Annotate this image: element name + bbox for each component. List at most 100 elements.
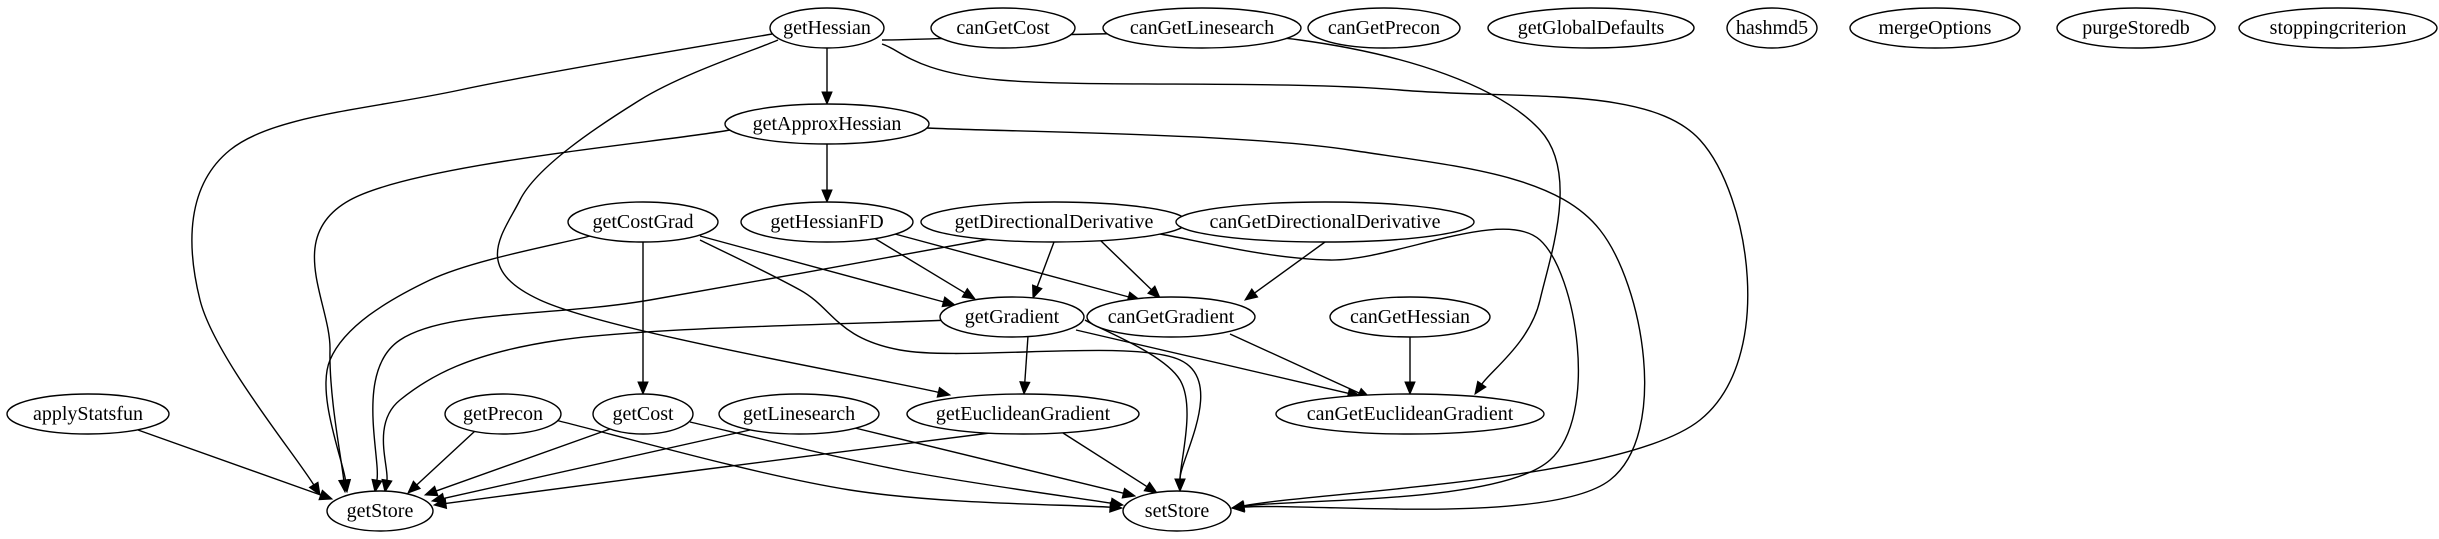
edge-getCost-to-getStore — [423, 428, 611, 497]
edge-line — [1229, 333, 1360, 394]
node-label: canGetLinesearch — [1130, 17, 1274, 39]
node-ellipse — [1275, 393, 1545, 435]
edge-applyStatsfun-to-getStore — [137, 429, 334, 501]
node-label: applyStatsfun — [33, 403, 143, 425]
node-label: canGetPrecon — [1328, 17, 1440, 39]
edge-line — [1254, 241, 1326, 294]
node-hashmd5[interactable]: hashmd5 — [1726, 7, 1818, 49]
edge-line — [881, 43, 1749, 507]
edge-line — [416, 430, 476, 486]
edge-getApproxHessian-to-getStore — [313, 129, 731, 494]
edge-line — [137, 429, 321, 496]
arrowhead — [308, 481, 321, 497]
node-ellipse — [1122, 490, 1232, 532]
node-applyStatsfun[interactable]: applyStatsfun — [6, 393, 170, 435]
edge-canGetHessian-to-canGetEuclideanGradient — [1404, 337, 1416, 396]
edge-getHessian-to-getApproxHessian — [821, 48, 833, 106]
node-label: canGetHessian — [1350, 306, 1470, 328]
arrowhead — [1032, 284, 1043, 300]
edge-getDirectionalDerivative-to-getStore — [371, 237, 996, 494]
node-getApproxHessian[interactable]: getApproxHessian — [724, 103, 930, 145]
edge-line — [1024, 335, 1029, 383]
node-ellipse — [769, 7, 885, 49]
node-getPrecon[interactable]: getPrecon — [444, 393, 562, 435]
arrowhead — [1243, 288, 1259, 301]
edge-line — [443, 429, 751, 500]
edge-getLinesearch-to-getStore — [430, 429, 751, 504]
node-canGetDirectionalDerivative[interactable]: canGetDirectionalDerivative — [1175, 201, 1475, 243]
node-getHessian[interactable]: getHessian — [769, 7, 885, 49]
node-layer: getHessian canGetCost canGetLinesearch canG… — [6, 7, 2438, 532]
node-label: stoppingcriterion — [2270, 17, 2407, 39]
node-mergeOptions[interactable]: mergeOptions — [1849, 7, 2021, 49]
node-getLinesearch[interactable]: getLinesearch — [718, 393, 880, 435]
edge-canGetDirectionalDerivative-to-canGetGradient — [1243, 241, 1326, 301]
node-label: getGradient — [965, 306, 1060, 328]
edge-canGetGradient-to-canGetEuclideanGradient — [1229, 333, 1372, 399]
edge-getApproxHessian-to-getHessianFD — [821, 144, 833, 204]
edge-getCostGrad-to-getCost — [637, 242, 649, 396]
arrowhead — [961, 287, 977, 300]
edge-line — [699, 239, 1202, 480]
node-label: canGetGradient — [1108, 306, 1235, 328]
arrowhead — [821, 189, 833, 204]
edge-getHessianFD-to-canGetGradient — [894, 233, 1142, 303]
edge-getHessian-to-setStore — [881, 43, 1749, 512]
edge-line — [1062, 432, 1148, 488]
node-ellipse — [1086, 296, 1256, 338]
arrowhead — [1404, 381, 1416, 396]
node-label: hashmd5 — [1736, 17, 1808, 39]
edge-line — [436, 428, 611, 492]
node-setStore[interactable]: setStore — [1122, 490, 1232, 532]
node-ellipse — [1849, 7, 2021, 49]
node-canGetHessian[interactable]: canGetHessian — [1329, 296, 1491, 338]
edge-line — [873, 237, 966, 294]
node-label: getCostGrad — [592, 211, 693, 233]
node-getGradient[interactable]: getGradient — [939, 296, 1085, 338]
node-canGetLinesearch[interactable]: canGetLinesearch — [1102, 7, 1302, 49]
node-getDirectionalDerivative[interactable]: getDirectionalDerivative — [920, 201, 1188, 243]
node-ellipse — [567, 201, 719, 243]
arrowhead — [407, 480, 422, 494]
node-label: getCost — [612, 403, 674, 425]
node-getCostGrad[interactable]: getCostGrad — [567, 201, 719, 243]
node-canGetCost[interactable]: canGetCost — [930, 7, 1076, 49]
edge-getHessian-to-canGetEuclideanGradient — [881, 32, 1561, 396]
node-ellipse — [1175, 201, 1475, 243]
node-canGetPrecon[interactable]: canGetPrecon — [1307, 7, 1461, 49]
node-canGetEuclideanGradient[interactable]: canGetEuclideanGradient — [1275, 393, 1545, 435]
node-getHessianFD[interactable]: getHessianFD — [740, 201, 914, 243]
node-label: canGetDirectionalDerivative — [1210, 211, 1441, 233]
node-label: getGlobalDefaults — [1518, 17, 1665, 39]
node-getStore[interactable]: getStore — [326, 490, 434, 532]
arrowhead — [432, 497, 448, 510]
edge-getEuclideanGradient-to-getStore — [432, 432, 991, 510]
node-label: mergeOptions — [1879, 17, 1992, 39]
edge-line — [325, 235, 591, 481]
node-canGetGradient[interactable]: canGetGradient — [1086, 296, 1256, 338]
edge-line — [313, 129, 731, 481]
arrowhead — [423, 485, 439, 497]
node-ellipse — [740, 201, 914, 243]
node-label: getApproxHessian — [753, 113, 902, 135]
edge-line — [689, 421, 1112, 504]
node-getGlobalDefaults[interactable]: getGlobalDefaults — [1487, 7, 1695, 49]
node-getEuclideanGradient[interactable]: getEuclideanGradient — [906, 393, 1140, 435]
edge-getGradient-to-canGetEuclideanGradient — [1075, 329, 1362, 399]
node-label: getPrecon — [463, 403, 543, 425]
edge-line — [496, 39, 939, 393]
edge-line — [881, 32, 1561, 385]
node-label: canGetCost — [956, 17, 1050, 39]
arrowhead — [339, 478, 352, 494]
edge-line — [445, 432, 991, 505]
node-stoppingcriterion[interactable]: stoppingcriterion — [2238, 7, 2438, 49]
node-label: setStore — [1145, 500, 1210, 522]
arrowhead — [941, 296, 957, 308]
node-ellipse — [718, 393, 880, 435]
node-getCost[interactable]: getCost — [592, 393, 694, 435]
edge-line — [1159, 228, 1580, 507]
edge-getHessian-to-getEuclideanGradient — [496, 39, 952, 398]
node-ellipse — [1487, 7, 1695, 49]
node-purgeStoredb[interactable]: purgeStoredb — [2056, 7, 2216, 49]
arrowhead — [1474, 380, 1487, 396]
